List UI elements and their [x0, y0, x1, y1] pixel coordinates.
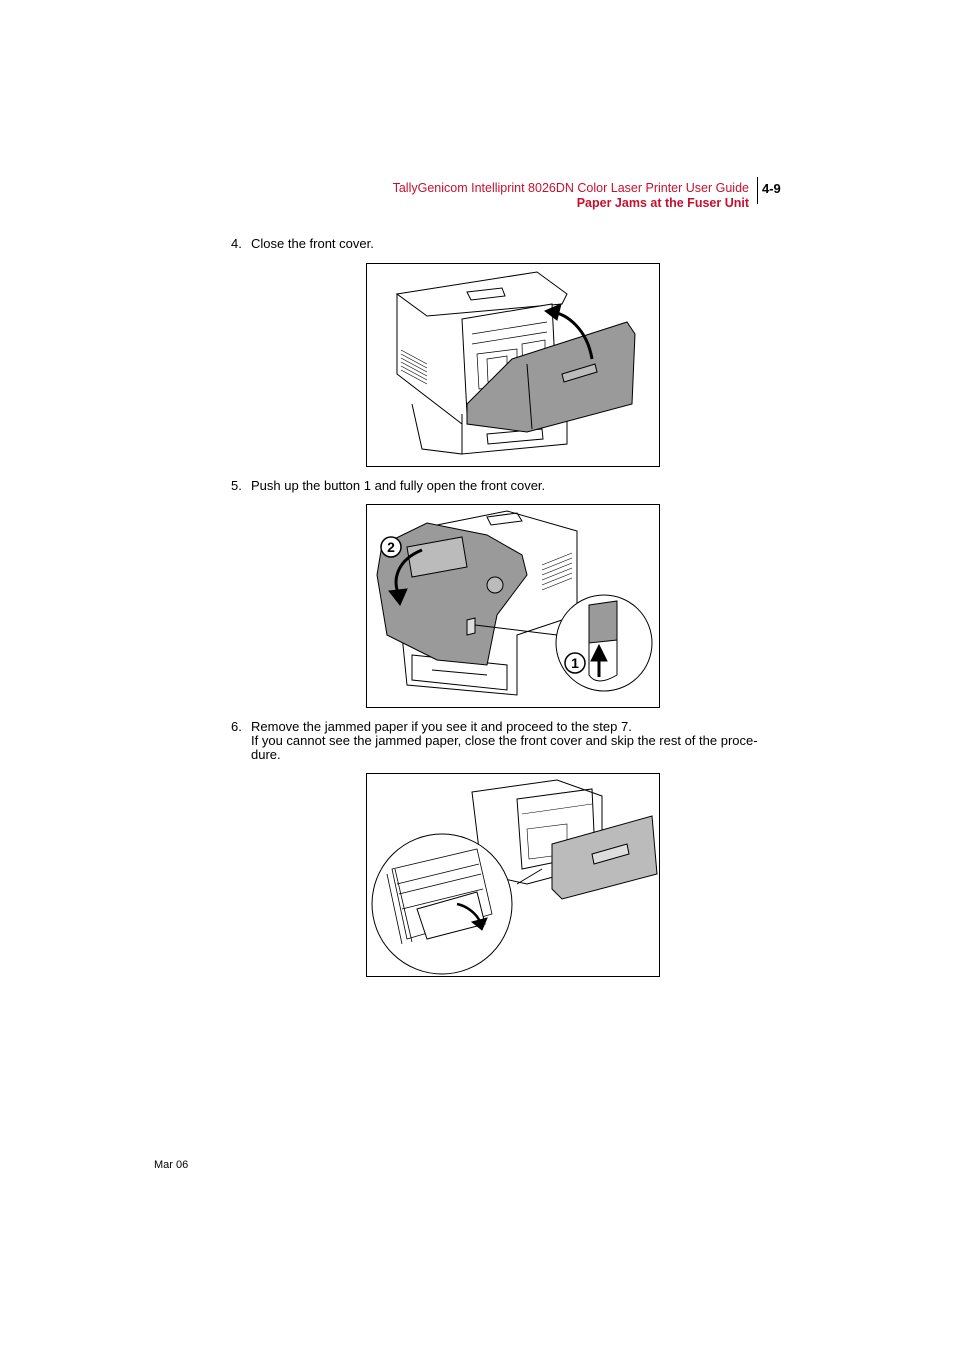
callout-2: 2	[387, 539, 395, 555]
step-text-continued: If you cannot see the jammed paper, clos…	[251, 733, 758, 748]
step-number: 4.	[231, 236, 242, 251]
printer-illustration: 2 1	[376, 510, 653, 696]
running-header-title: TallyGenicom Intelliprint 8026DN Color L…	[392, 181, 749, 195]
printer-illustration	[371, 779, 658, 975]
figure-open-front-cover: 2 1	[366, 504, 660, 708]
figure-remove-jammed-paper	[366, 773, 660, 977]
footer-date: Mar 06	[154, 1159, 189, 1171]
step-number: 6.	[231, 719, 242, 734]
step-6: 6. Remove the jammed paper if you see it …	[231, 720, 758, 762]
step-text: Remove the jammed paper if you see it an…	[251, 719, 632, 734]
printer-illustration	[395, 271, 636, 455]
step-text-continued: dure.	[251, 747, 281, 762]
step-number: 5.	[231, 478, 242, 493]
page-number: 4-9	[762, 181, 781, 196]
step-text: Close the front cover.	[251, 236, 374, 251]
step-text: Push up the button 1 and fully open the …	[251, 478, 546, 493]
step-4: 4. Close the front cover.	[231, 237, 374, 251]
step-5: 5. Push up the button 1 and fully open th…	[231, 479, 545, 493]
callout-1: 1	[571, 655, 579, 671]
header-divider	[757, 177, 758, 204]
figure-close-front-cover	[366, 263, 660, 467]
running-header-section: Paper Jams at the Fuser Unit	[576, 196, 749, 210]
